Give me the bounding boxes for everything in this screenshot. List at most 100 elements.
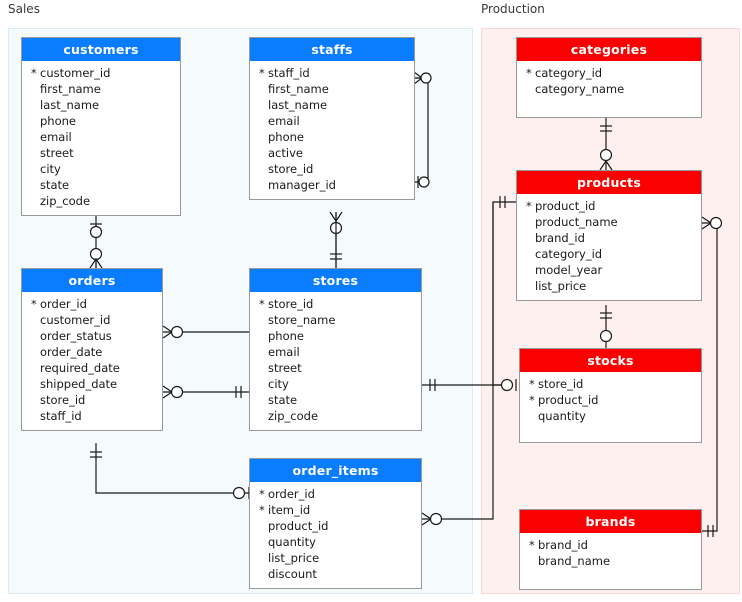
attribute-name: quantity <box>538 409 586 423</box>
attribute-name: brand_name <box>538 554 611 568</box>
attribute-row: city <box>22 161 180 177</box>
pk-marker: * <box>526 199 532 213</box>
attribute-row <box>517 97 701 111</box>
attribute-name: city <box>40 162 61 176</box>
attribute-row: email <box>250 113 414 129</box>
attribute-name: list_price <box>535 279 587 293</box>
attribute-row: *category_id <box>517 65 701 81</box>
attribute-name: store_name <box>268 313 336 327</box>
entity-header-order-items: order_items <box>250 459 421 482</box>
attribute-name: product_name <box>535 215 618 229</box>
attribute-row: city <box>250 376 421 392</box>
attribute-name: email <box>40 130 72 144</box>
entity-header-orders: orders <box>22 269 162 292</box>
attribute-row: staff_id <box>22 408 162 424</box>
attribute-name: discount <box>268 567 317 581</box>
attribute-row: order_status <box>22 328 162 344</box>
pk-marker: * <box>529 538 535 552</box>
entity-header-customers: customers <box>22 38 180 61</box>
attribute-row: store_id <box>22 392 162 408</box>
entity-customers[interactable]: customers *customer_id first_name last_n… <box>21 37 181 216</box>
attribute-row: street <box>250 360 421 376</box>
attribute-name: city <box>268 377 289 391</box>
attribute-row: customer_id <box>22 312 162 328</box>
entity-stocks[interactable]: stocks *store_id *product_id quantity <box>519 348 702 443</box>
pk-marker: * <box>31 66 37 80</box>
entity-header-products: products <box>517 171 701 194</box>
entity-staffs[interactable]: staffs *staff_id first_name last_name em… <box>249 37 415 200</box>
attribute-name: staff_id <box>40 409 82 423</box>
entity-header-categories: categories <box>517 38 701 61</box>
attribute-name: phone <box>40 114 76 128</box>
attribute-row <box>520 424 701 436</box>
attribute-name: state <box>268 393 298 407</box>
entity-body-order-items: *order_id *item_id product_id quantity l… <box>250 482 421 588</box>
entity-order-items[interactable]: order_items *order_id *item_id product_i… <box>249 458 422 589</box>
schema-panel-production <box>481 28 740 594</box>
attribute-row: last_name <box>22 97 180 113</box>
entity-header-brands: brands <box>520 510 701 533</box>
attribute-name: zip_code <box>40 194 91 208</box>
attribute-row: phone <box>250 328 421 344</box>
entity-body-customers: *customer_id first_name last_name phone … <box>22 61 180 215</box>
attribute-row: quantity <box>520 408 701 424</box>
pk-marker: * <box>529 377 535 391</box>
attribute-row: *product_id <box>517 198 701 214</box>
attribute-name: product_id <box>538 393 599 407</box>
entity-stores[interactable]: stores *store_id store_name phone email … <box>249 268 422 431</box>
entity-categories[interactable]: categories *category_id category_name <box>516 37 702 118</box>
attribute-name: street <box>40 146 74 160</box>
attribute-row: store_id <box>250 161 414 177</box>
attribute-row: list_price <box>517 278 701 294</box>
attribute-row: zip_code <box>22 193 180 209</box>
entity-products[interactable]: products *product_id product_name brand_… <box>516 170 702 301</box>
attribute-name: category_name <box>535 82 625 96</box>
attribute-row: active <box>250 145 414 161</box>
attribute-row: product_id <box>250 518 421 534</box>
pk-marker: * <box>259 297 265 311</box>
attribute-name: last_name <box>268 98 328 112</box>
attribute-row: *item_id <box>250 502 421 518</box>
attribute-row: category_name <box>517 81 701 97</box>
attribute-name: model_year <box>535 263 603 277</box>
attribute-row: zip_code <box>250 408 421 424</box>
attribute-name: order_date <box>40 345 103 359</box>
attribute-name: staff_id <box>268 66 310 80</box>
attribute-name: item_id <box>268 503 311 517</box>
attribute-row: *order_id <box>250 486 421 502</box>
attribute-row: order_date <box>22 344 162 360</box>
attribute-row: *order_id <box>22 296 162 312</box>
attribute-name: street <box>268 361 302 375</box>
pk-marker: * <box>259 66 265 80</box>
pk-marker: * <box>31 297 37 311</box>
schema-label-sales: Sales <box>8 2 40 16</box>
entity-body-products: *product_id product_name brand_id catego… <box>517 194 701 300</box>
attribute-name: order_status <box>40 329 112 343</box>
attribute-row: quantity <box>250 534 421 550</box>
attribute-row: *customer_id <box>22 65 180 81</box>
attribute-row: model_year <box>517 262 701 278</box>
entity-body-categories: *category_id category_name <box>517 61 701 117</box>
attribute-row <box>520 569 701 583</box>
attribute-row: *store_id <box>520 376 701 392</box>
attribute-name: store_id <box>40 393 86 407</box>
attribute-name: category_id <box>535 247 603 261</box>
entity-body-staffs: *staff_id first_name last_name email pho… <box>250 61 414 199</box>
attribute-name: quantity <box>268 535 316 549</box>
attribute-row: phone <box>22 113 180 129</box>
attribute-row: phone <box>250 129 414 145</box>
attribute-name: store_id <box>538 377 584 391</box>
entity-orders[interactable]: orders *order_id customer_id order_statu… <box>21 268 163 431</box>
schema-label-production: Production <box>481 2 545 16</box>
attribute-name: email <box>268 114 300 128</box>
entity-header-staffs: staffs <box>250 38 414 61</box>
attribute-name: last_name <box>40 98 100 112</box>
entity-brands[interactable]: brands *brand_id brand_name <box>519 509 702 590</box>
attribute-name: phone <box>268 329 304 343</box>
attribute-row: street <box>22 145 180 161</box>
attribute-name: manager_id <box>268 178 336 192</box>
attribute-row: manager_id <box>250 177 414 193</box>
attribute-row: brand_name <box>520 553 701 569</box>
attribute-row: discount <box>250 566 421 582</box>
